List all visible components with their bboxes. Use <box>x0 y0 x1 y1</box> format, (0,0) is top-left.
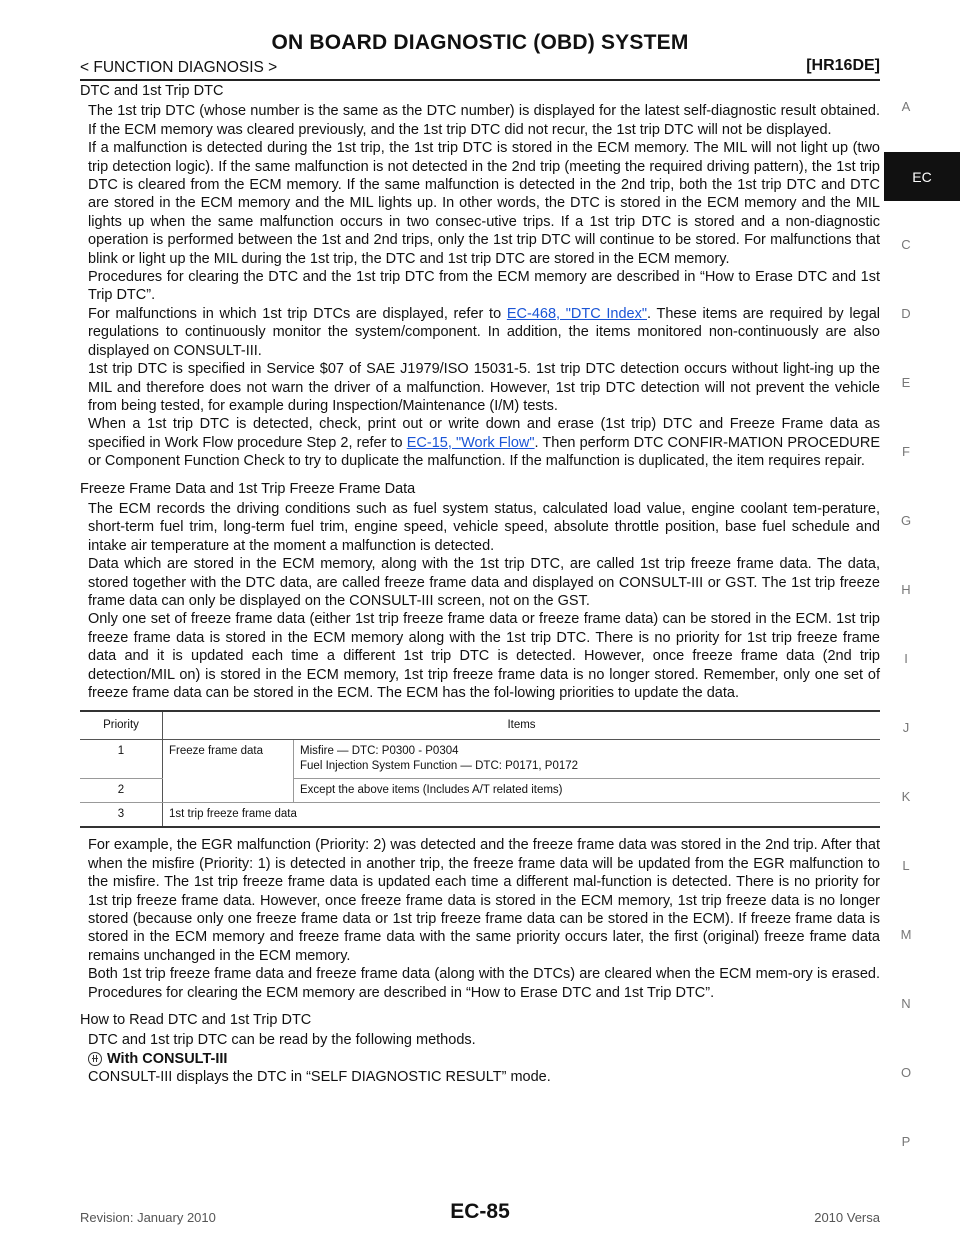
item-line: Fuel Injection System Function — DTC: P0… <box>300 760 579 773</box>
section-heading-read-dtc: How to Read DTC and 1st Trip DTC <box>80 1012 312 1029</box>
paragraph: For malfunctions in which 1st trip DTCs … <box>88 305 880 360</box>
table-row: 1 Freeze frame data Misfire — DTC: P0300… <box>80 739 880 804</box>
side-index-letter[interactable]: H <box>901 582 911 597</box>
footer-revision: Revision: January 2010 <box>80 1210 216 1225</box>
section-heading-dtc: DTC and 1st Trip DTC <box>80 83 224 99</box>
section-tag: < FUNCTION DIAGNOSIS > <box>80 59 278 76</box>
side-index-letter[interactable]: I <box>904 651 908 666</box>
paragraph: DTC and 1st trip DTC can be read by the … <box>88 1032 476 1049</box>
side-index: A C D E F G H I J K L M N O P <box>894 72 918 1176</box>
dtc-index-link[interactable]: EC-468, "DTC Index" <box>506 305 647 322</box>
priority-cell: 1 <box>80 739 163 780</box>
side-index-letter[interactable]: J <box>902 720 910 735</box>
consult-tool-icon <box>88 1052 102 1067</box>
engine-model-tag: [HR16DE] <box>806 57 880 74</box>
column-header-items: Items <box>162 711 880 741</box>
table-header-row: Priority Items <box>80 711 880 741</box>
text-run: . These items are required by legal regu… <box>88 305 880 359</box>
side-index-letter[interactable]: M <box>900 927 912 942</box>
section-heading-freeze-frame: Freeze Frame Data and 1st Trip Freeze Fr… <box>80 480 416 497</box>
paragraph: The 1st trip DTC (whose number is the sa… <box>88 103 880 138</box>
category-cell: 1st trip freeze frame data <box>162 802 880 828</box>
text-run: . Then perform DTC CONFIR-MATION PROCEDU… <box>88 434 880 470</box>
priority-table: Priority Items 1 Freeze frame data Misfi… <box>80 710 880 829</box>
paragraph: When a 1st trip DTC is detected, check, … <box>88 415 880 470</box>
paragraph: For example, the EGR malfunction (Priori… <box>88 837 880 964</box>
category-cell: Freeze frame data <box>162 739 294 804</box>
paragraph: CONSULT-III displays the DTC in “SELF DI… <box>88 1069 551 1086</box>
text-run: When a 1st trip DTC is detected, check, … <box>88 416 880 451</box>
side-index-letter[interactable]: C <box>901 237 911 252</box>
page-number: EC-85 <box>450 1200 510 1223</box>
side-index-letter[interactable]: F <box>902 444 910 459</box>
table-row: 3 1st trip freeze frame data <box>80 802 880 828</box>
items-cell: Misfire — DTC: P0300 - P0304 Fuel Inject… <box>293 739 880 780</box>
side-index-letter[interactable]: G <box>900 513 912 528</box>
paragraph: Data which are stored in the ECM memory,… <box>88 556 880 609</box>
consult-tool-line: With CONSULT-III <box>88 1050 880 1068</box>
page-title: ON BOARD DIAGNOSTIC (OBD) SYSTEM <box>271 31 689 54</box>
spacer <box>80 1002 880 1011</box>
side-index-letter[interactable]: O <box>900 1065 912 1080</box>
footer-model-year: 2010 Versa <box>814 1210 880 1225</box>
column-header-priority: Priority <box>80 711 163 741</box>
tool-label: With CONSULT-III <box>107 1050 228 1067</box>
spacer <box>80 471 880 480</box>
item-line: Misfire — DTC: P0300 - P0304 <box>300 745 459 758</box>
active-section-tab[interactable]: EC <box>884 152 960 201</box>
side-index-letter[interactable]: A <box>901 99 911 114</box>
table-row: 2 Except the above items (Includes A/T r… <box>80 778 880 804</box>
work-flow-link[interactable]: EC-15, "Work Flow" <box>406 434 535 451</box>
side-index-letter[interactable]: L <box>902 858 910 873</box>
side-index-letter[interactable]: E <box>901 375 911 390</box>
side-index-letter[interactable]: P <box>901 1134 911 1149</box>
side-index-letter[interactable]: D <box>901 306 911 321</box>
paragraph: Procedures for clearing the DTC and the … <box>88 269 880 304</box>
side-index-letter[interactable]: K <box>901 789 911 804</box>
paragraph: Both 1st trip freeze frame data and free… <box>88 966 880 1001</box>
paragraph: Only one set of freeze frame data (eithe… <box>88 611 880 701</box>
paragraph: The ECM records the driving conditions s… <box>88 500 880 554</box>
priority-cell: 3 <box>80 802 163 828</box>
paragraph: If a malfunction is detected during the … <box>88 140 880 267</box>
text-run: For malfunctions in which 1st trip DTCs … <box>88 305 507 322</box>
paragraph: 1st trip DTC is specified in Service $07… <box>88 361 880 414</box>
main-content: DTC and 1st Trip DTC The 1st trip DTC (w… <box>80 82 880 1087</box>
header-rule <box>80 79 880 81</box>
items-cell: Except the above items (Includes A/T rel… <box>293 778 880 804</box>
priority-cell: 2 <box>80 778 163 804</box>
side-index-letter[interactable]: N <box>901 996 911 1011</box>
